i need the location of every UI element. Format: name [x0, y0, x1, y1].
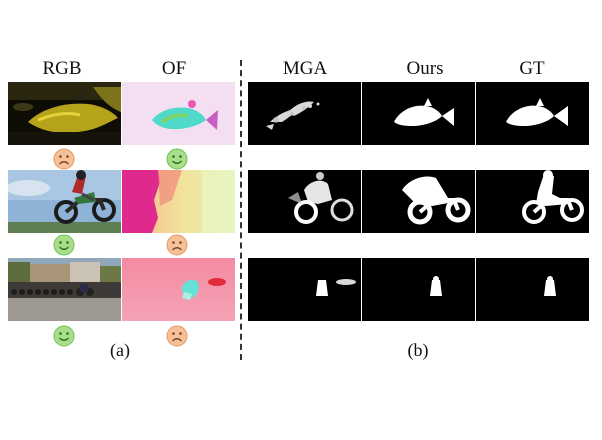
ours-mask-street — [362, 258, 475, 321]
sad-face-icon — [53, 148, 75, 170]
caption-a: (a) — [110, 340, 130, 360]
header-rgb: RGB — [42, 58, 82, 79]
panel-divider — [240, 60, 242, 360]
header-ours: Ours — [406, 58, 444, 79]
of-image-motocross — [122, 170, 235, 233]
header-gt: GT — [519, 58, 545, 79]
mga-mask-motocross — [248, 170, 361, 233]
header-of: OF — [161, 58, 187, 79]
mga-mask-fish — [248, 82, 361, 145]
of-image-fish — [122, 82, 235, 145]
header-mga: MGA — [282, 58, 328, 79]
mga-mask-street — [248, 258, 361, 321]
caption-b: (b) — [407, 340, 429, 360]
happy-face-icon — [166, 148, 188, 170]
ours-mask-fish — [362, 82, 475, 145]
ours-mask-motocross — [362, 170, 475, 233]
gt-mask-fish — [476, 82, 589, 145]
gt-mask-motocross — [476, 170, 589, 233]
happy-face-icon — [53, 325, 75, 347]
happy-face-icon — [53, 234, 75, 256]
sad-face-icon — [166, 325, 188, 347]
rgb-image-fish — [8, 82, 121, 145]
rgb-image-street — [8, 258, 121, 321]
gt-mask-street — [476, 258, 589, 321]
rgb-image-motocross — [8, 170, 121, 233]
sad-face-icon — [166, 234, 188, 256]
of-image-street — [122, 258, 235, 321]
